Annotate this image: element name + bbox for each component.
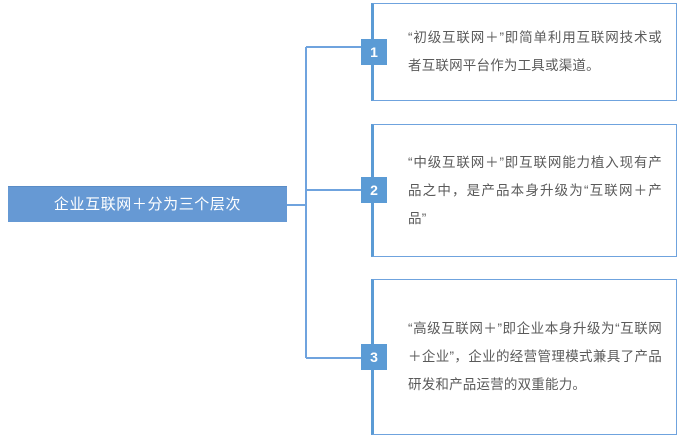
branch-number-label-3: 3: [370, 349, 378, 365]
branch-number-label-1: 1: [370, 44, 378, 60]
branch-box-2[interactable]: “中级互联网＋”即互联网能力植入现有产品之中，是产品本身升级为“互联网＋产品”: [371, 124, 677, 257]
branch-text-3: “高级互联网＋”即企业本身升级为“互联网＋企业”，企业的经营管理模式兼具了产品研…: [408, 321, 662, 392]
branch-number-badge-3: 3: [361, 344, 387, 370]
branch-text-1: “初级互联网＋”即简单利用互联网技术或者互联网平台作为工具或渠道。: [408, 30, 662, 73]
branch-box-1[interactable]: “初级互联网＋”即简单利用互联网技术或者互联网平台作为工具或渠道。: [371, 3, 677, 101]
branch-number-badge-1: 1: [361, 39, 387, 65]
root-node-label: 企业互联网＋分为三个层次: [53, 196, 242, 213]
branch-number-label-2: 2: [370, 182, 378, 198]
branch-text-2: “中级互联网＋”即互联网能力植入现有产品之中，是产品本身升级为“互联网＋产品”: [408, 154, 662, 226]
branch-number-badge-2: 2: [361, 177, 387, 203]
branch-box-3[interactable]: “高级互联网＋”即企业本身升级为“互联网＋企业”，企业的经营管理模式兼具了产品研…: [371, 279, 677, 435]
root-node[interactable]: 企业互联网＋分为三个层次: [8, 186, 287, 222]
